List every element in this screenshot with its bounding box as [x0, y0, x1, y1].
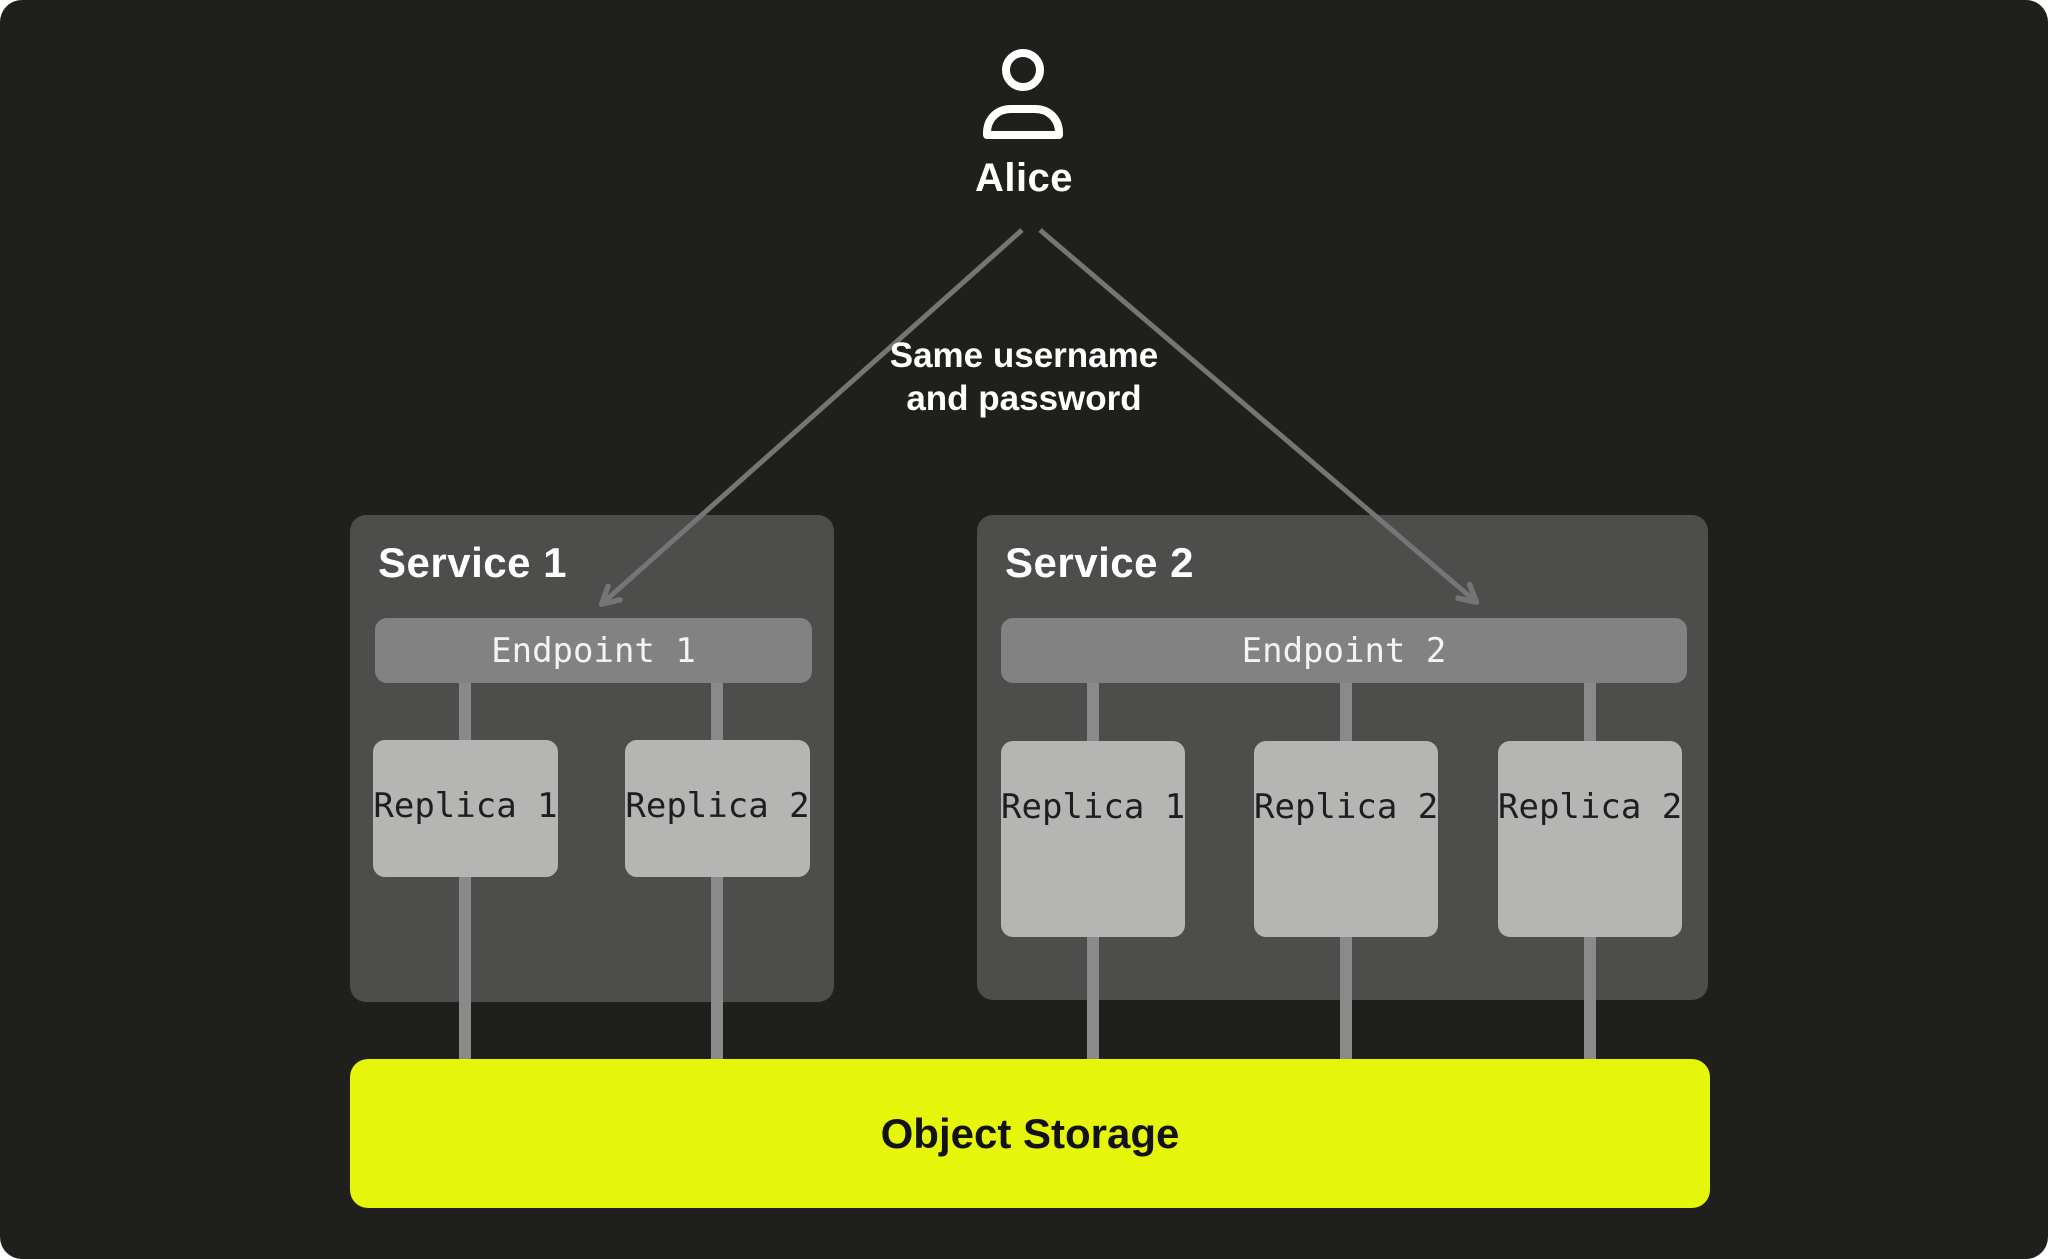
replica-label: Replica 2	[1254, 787, 1439, 827]
service-1-replica-2-box: Replica 2	[625, 740, 810, 877]
service-2-replica-1-box: Replica 1	[1001, 741, 1185, 937]
replica-label: Replica 1	[373, 786, 558, 826]
annotation-line-2: and password	[906, 379, 1142, 418]
service-2-replica-3-box: Replica 2	[1498, 741, 1682, 937]
replica-label: Replica 2	[1498, 787, 1683, 827]
annotation-line-1: Same username	[889, 336, 1159, 375]
service-1-title: Service 1	[378, 539, 567, 586]
endpoint-1-label: Endpoint 1	[491, 630, 696, 671]
service-2-title: Service 2	[1005, 539, 1194, 586]
endpoint-2-label: Endpoint 2	[1241, 630, 1447, 671]
service-1-replica-1-box: Replica 1	[373, 740, 558, 877]
replica-label: Replica 2	[625, 786, 810, 826]
service-2-replica-2-box: Replica 2	[1254, 741, 1438, 937]
object-storage-bar: Object Storage	[350, 1059, 1710, 1208]
endpoint-1-box: Endpoint 1	[375, 618, 812, 683]
person-icon	[983, 49, 1063, 139]
user-name-label: Alice	[974, 156, 1074, 200]
object-storage-label: Object Storage	[880, 1109, 1180, 1157]
credentials-annotation: Same username and password	[0, 334, 2048, 420]
replica-label: Replica 1	[1001, 787, 1186, 827]
endpoint-2-box: Endpoint 2	[1001, 618, 1687, 683]
